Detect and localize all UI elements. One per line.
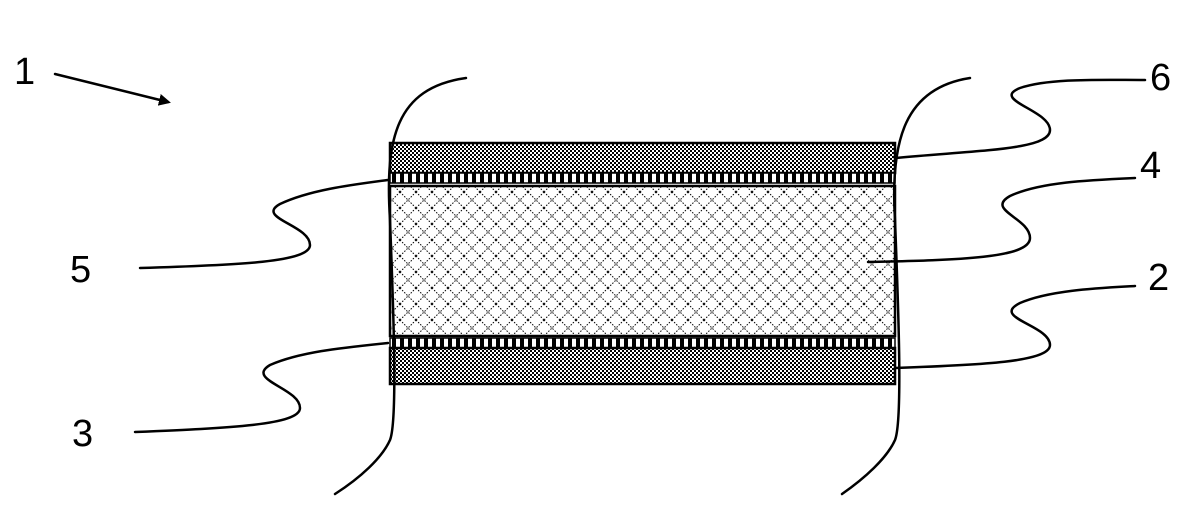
right-break-line xyxy=(840,76,972,496)
top-bond-layer xyxy=(389,172,896,184)
leader-line-2 xyxy=(893,284,1137,370)
leader-line-4 xyxy=(866,176,1137,264)
label-2: 2 xyxy=(1148,257,1169,299)
leader-line-6 xyxy=(893,78,1147,160)
label-5: 5 xyxy=(70,249,91,291)
top-outer-layer xyxy=(388,141,897,175)
left-break-line xyxy=(333,76,468,496)
label-4: 4 xyxy=(1140,145,1161,187)
bottom-bond-layer xyxy=(389,337,896,349)
bottom-outer-layer xyxy=(388,346,897,386)
label-6: 6 xyxy=(1150,57,1171,99)
assembly-arrow xyxy=(53,72,171,106)
label-3: 3 xyxy=(72,413,93,455)
leader-line-3 xyxy=(133,341,390,434)
leader-line-5 xyxy=(138,178,390,270)
core-layer xyxy=(388,184,897,338)
layer-stack xyxy=(388,141,897,386)
label-1: 1 xyxy=(14,51,35,93)
